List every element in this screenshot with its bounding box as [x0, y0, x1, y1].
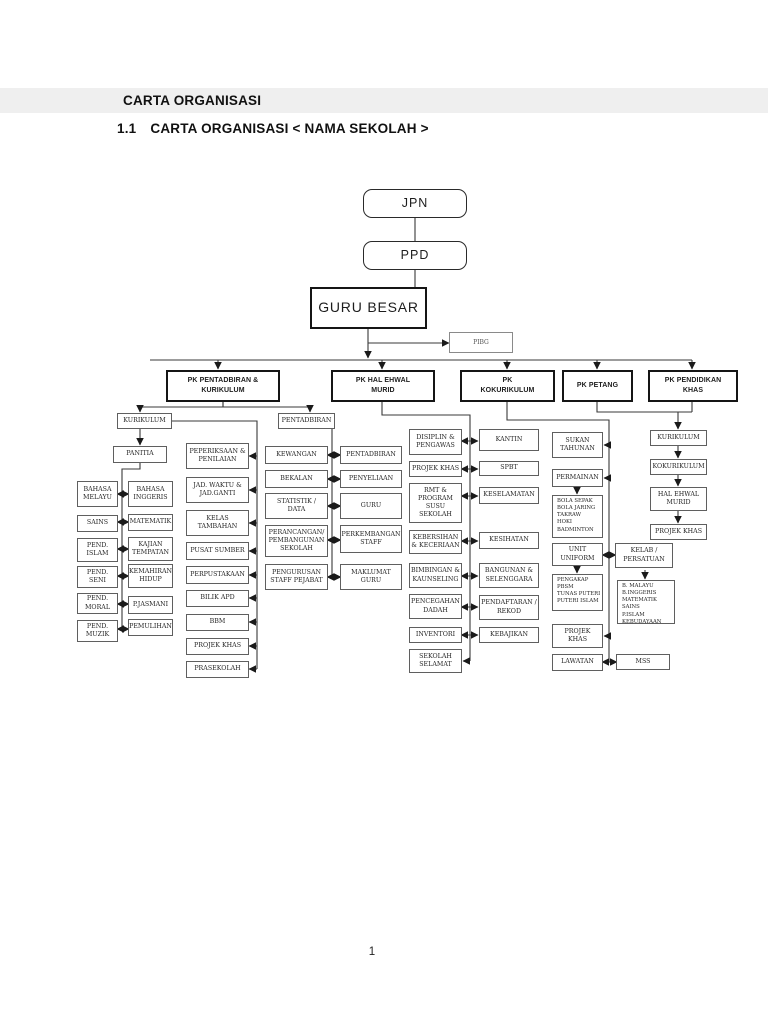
node-guru: GURU	[340, 493, 402, 519]
node-kokurikulum-khas: KOKURIKULUM	[650, 459, 707, 475]
node-unit-uniform: UNIT UNIFORM	[552, 543, 603, 566]
node-pend-seni: PEND. SENI	[77, 566, 118, 588]
node-inventori: INVENTORI	[409, 627, 462, 643]
node-panitia: PANITIA	[113, 446, 167, 463]
node-projek-khas-kurikulum: PROJEK KHAS	[186, 638, 249, 655]
node-keselamatan: KESELAMATAN	[479, 487, 539, 504]
node-pk-petang: PK PETANG	[562, 370, 633, 402]
node-bekalan: BEKALAN	[265, 470, 328, 488]
node-bangunan-selenggara: BANGUNAN & SELENGGARA	[479, 563, 539, 588]
node-pentadbiran-header: PENTADBIRAN	[278, 413, 335, 429]
node-projek-khas-khas: PROJEK KHAS	[650, 524, 707, 540]
node-mss: MSS	[616, 654, 670, 670]
node-kurikulum: KURIKULUM	[117, 413, 172, 429]
node-pend-muzik: PEND. MUZIK	[77, 620, 118, 642]
node-pibg: PIBG	[449, 332, 513, 353]
node-pk-kokurikulum: PK KOKURIKULUM	[460, 370, 555, 402]
node-pentadbiran-sub: PENTADBIRAN	[340, 446, 402, 464]
node-kemahiran-hidup: KEMAHIRAN HIDUP	[128, 564, 173, 588]
section-title: CARTA ORGANISASI < NAMA SEKOLAH >	[150, 121, 429, 136]
section-number: 1.1	[117, 121, 137, 136]
node-sains: SAINS	[77, 515, 118, 532]
node-jad-waktu-jad-ganti: JAD. WAKTU & JAD.GANTI	[186, 477, 249, 503]
node-kesihatan: KESIHATAN	[479, 532, 539, 549]
node-bilik-apd: BILIK APD	[186, 590, 249, 607]
page-heading: CARTA ORGANISASI	[123, 93, 262, 108]
node-kebersihan-keceriaan: KEBERSIHAN & KECERIAAN	[409, 530, 462, 554]
node-lawatan: LAWATAN	[552, 654, 603, 671]
node-bahasa-inggeris: BAHASA INGGERIS	[128, 481, 173, 507]
node-projek-khas-hem: PROJEK KHAS	[409, 461, 462, 477]
node-pengakap-list: PENGAKAP PBSM TUNAS PUTERI PUTERI ISLAM	[552, 574, 603, 611]
connector	[136, 402, 224, 413]
page-number: 1	[368, 946, 376, 958]
node-sekolah-selamat: SEKOLAH SELAMAT	[409, 649, 462, 673]
heading-band: CARTA ORGANISASI	[0, 88, 768, 113]
node-ppd: PPD	[363, 241, 467, 270]
node-bbm: BBM	[186, 614, 249, 631]
node-jpn: JPN	[363, 189, 467, 218]
node-matematik: MATEMATIK	[128, 514, 173, 531]
node-pend-islam: PEND. ISLAM	[77, 538, 118, 562]
node-kelab-persatuan: KELAB / PERSATUAN	[615, 543, 673, 568]
node-prasekolah: PRASEKOLAH	[186, 661, 249, 678]
node-projek-khas-kokurikulum: PROJEK KHAS	[552, 624, 603, 648]
node-peperiksaan-penilaian: PEPERIKSAAN & PENILAIAN	[186, 443, 249, 469]
connector	[596, 402, 692, 413]
connector	[222, 402, 314, 413]
node-pk-hal-ehwal-murid: PK HAL EHWAL MURID	[331, 370, 435, 402]
node-maklumat-guru: MAKLUMAT GURU	[340, 564, 402, 590]
node-perpustakaan: PERPUSTAKAAN	[186, 566, 249, 584]
node-pk-pentadbiran-kurikulum: PK PENTADBIRAN & KURIKULUM	[166, 370, 280, 402]
node-perkembangan-staff: PERKEMBANGAN STAFF	[340, 525, 402, 553]
node-pencegahan-dadah: PENCEGAHAN DADAH	[409, 594, 462, 619]
node-kelab-subjects-list: B. MALAYU B.INGGERIS MATEMATIK SAINS P.I…	[617, 580, 675, 625]
node-kelas-tambahan: KELAS TAMBAHAN	[186, 510, 249, 536]
node-disiplin-pengawas: DISIPLIN & PENGAWAS	[409, 429, 462, 455]
node-bimbingan-kaunseling: BIMBINGAN & KAUNSELING	[409, 563, 462, 588]
node-hal-ehwal-murid-khas: HAL EHWAL MURID	[650, 487, 707, 511]
node-kewangan: KEWANGAN	[265, 446, 328, 464]
node-permainan: PERMAINAN	[552, 469, 603, 487]
node-perancangan-pembangunan-sekolah: PERANCANGAN/ PEMBANGUNAN SEKOLAH	[265, 525, 328, 557]
node-statistik-data: STATISTIK / DATA	[265, 493, 328, 519]
node-kurikulum-khas: KURIKULUM	[650, 430, 707, 446]
node-kebajikan: KEBAJIKAN	[479, 627, 539, 643]
node-penyeliaan: PENYELIAAN	[340, 470, 402, 488]
node-p-jasmani: P.JASMANI	[128, 596, 173, 614]
node-pendaftaran-rekod: PENDAFTARAN / REKOD	[479, 595, 539, 620]
node-guru-besar: GURU BESAR	[310, 287, 427, 329]
node-pend-moral: PEND. MORAL	[77, 593, 118, 614]
node-bahasa-melayu: BAHASA MELAYU	[77, 481, 118, 507]
node-spbt: SPBT	[479, 461, 539, 476]
node-kajian-tempatan: KAJIAN TEMPATAN	[128, 537, 173, 561]
section-subtitle: 1.1 CARTA ORGANISASI < NAMA SEKOLAH >	[117, 121, 429, 136]
node-pengurusan-staff-pejabat: PENGURUSAN STAFF PEJABAT	[265, 564, 328, 590]
node-rmt-program-susu-sekolah: RMT & PROGRAM SUSU SEKOLAH	[409, 483, 462, 523]
node-sukan-tahunan: SUKAN TAHUNAN	[552, 432, 603, 458]
node-pk-pendidikan-khas: PK PENDIDIKAN KHAS	[648, 370, 738, 402]
node-pusat-sumber: PUSAT SUMBER	[186, 542, 249, 560]
node-bola-sepak-list: BOLA SEPAK BOLA JARING TAKRAW HOKI BADMI…	[552, 495, 603, 538]
node-kantin: KANTIN	[479, 429, 539, 451]
node-pemulihan: PEMULIHAN	[128, 619, 173, 636]
